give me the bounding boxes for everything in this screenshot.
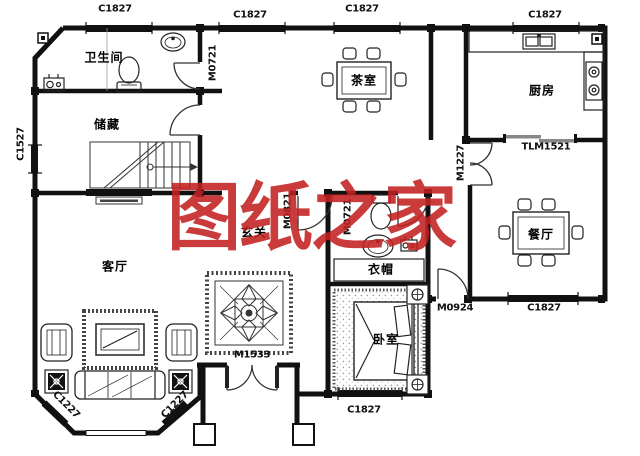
- dim-door-bath-middle: M0721: [342, 198, 354, 236]
- dim-door-slider: TLM1521: [521, 141, 571, 153]
- dim-door-side: M0924: [436, 302, 474, 314]
- windows: [28, 22, 580, 436]
- room-label-dining: 餐厅: [527, 227, 555, 242]
- room-label-tea-room: 茶室: [350, 73, 378, 88]
- dining-table-set: [498, 198, 584, 267]
- room-label-kitchen: 厨房: [528, 83, 556, 98]
- dim-window-left: C1527: [15, 127, 27, 161]
- living-room-furniture: [40, 309, 198, 400]
- tea-table-set: [321, 47, 407, 113]
- dim-window-top-4: C1827: [528, 9, 562, 21]
- interior-walls: [35, 28, 605, 299]
- dim-door-foyer: M0821: [282, 192, 294, 230]
- dim-window-top-1: C1827: [98, 3, 132, 15]
- dim-window-bedroom: C1827: [347, 404, 381, 416]
- bathroom-top-fixtures: [43, 28, 186, 93]
- kitchen-counter-sink-stove: [468, 30, 605, 111]
- bathroom-middle-fixtures: [362, 194, 418, 258]
- room-label-storage: 储藏: [93, 117, 121, 132]
- room-label-living: 客厅: [101, 259, 129, 274]
- room-label-bathroom: 卫生间: [84, 50, 124, 65]
- dim-door-entry: M1533: [233, 349, 271, 361]
- dim-door-hall: M1227: [455, 144, 467, 182]
- dim-window-dining: C1827: [527, 302, 561, 314]
- room-label-foyer: 玄关: [240, 225, 268, 240]
- bedroom-furniture: [332, 284, 429, 395]
- doors: [169, 62, 493, 391]
- wardrobe: [333, 258, 425, 282]
- entry-floor-medallion: [205, 271, 293, 355]
- structural-columns: [31, 24, 605, 398]
- corner-markers: [37, 32, 603, 45]
- sliding-door: [503, 134, 577, 143]
- stairs: [89, 141, 198, 189]
- porch-columns: [193, 423, 315, 446]
- dim-door-bath-top: M0721: [207, 44, 219, 82]
- dim-window-top-3: C1827: [345, 3, 379, 15]
- dim-window-top-2: C1827: [233, 9, 267, 21]
- room-label-bedroom: 卧室: [372, 332, 400, 347]
- room-label-cloakroom: 衣帽: [367, 262, 395, 277]
